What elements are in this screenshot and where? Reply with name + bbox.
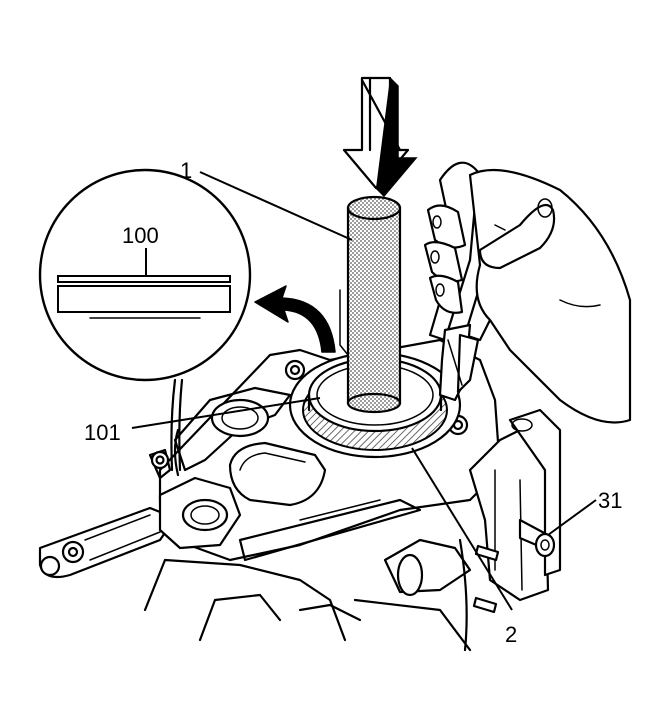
bolt-31 <box>518 518 556 558</box>
callout-seal-face: 101 <box>84 420 121 445</box>
screw-lower <box>472 544 500 614</box>
curved-arrow-icon <box>254 285 336 353</box>
callout-bolt: 31 <box>598 488 622 513</box>
seal-installer-tool <box>339 195 402 414</box>
callout-tool: 1 <box>180 158 192 183</box>
arrow-down-icon <box>342 76 418 198</box>
callout-seal: 2 <box>505 622 517 647</box>
hand-with-pliers <box>423 161 632 424</box>
leader-lines <box>131 171 597 611</box>
callout-detail: 100 <box>122 223 159 248</box>
